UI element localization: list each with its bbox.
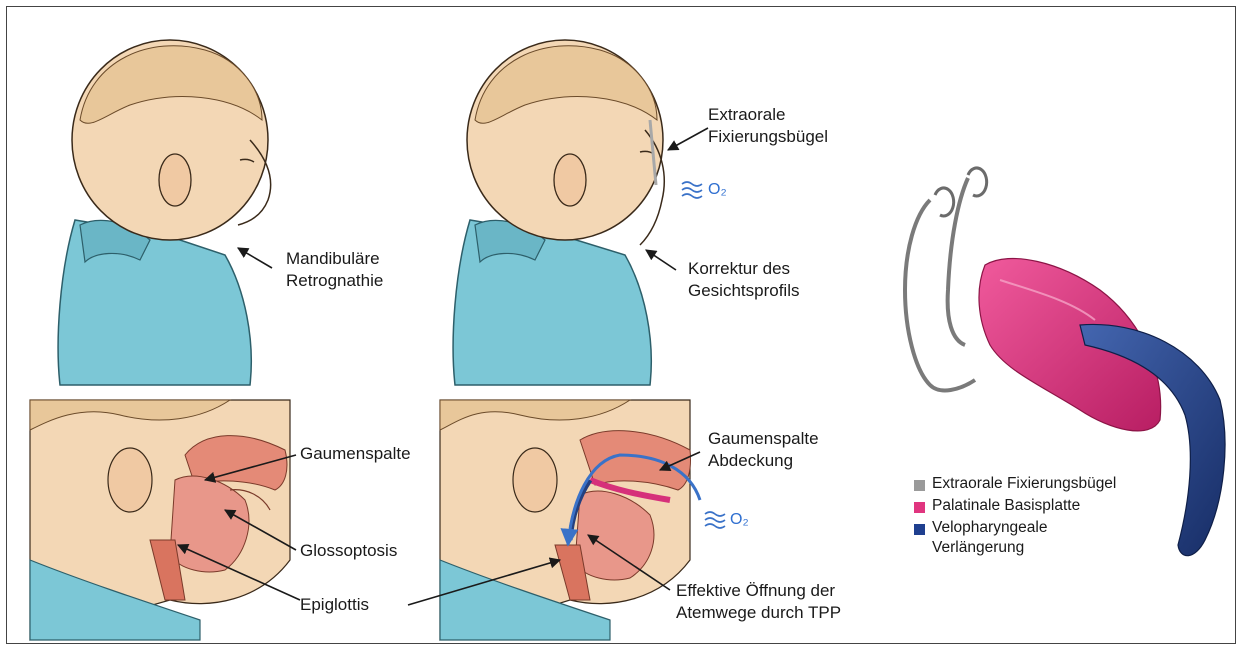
sagittal-section-after xyxy=(440,400,700,640)
label-glossoptosis: Glossoptosis xyxy=(300,540,397,562)
label-epiglottis: Epiglottis xyxy=(300,594,369,616)
label-gaumenspalte-abdeckung: Gaumenspalte Abdeckung xyxy=(708,428,819,472)
label-korrektur-gesichtsprofil: Korrektur des Gesichtsprofils xyxy=(688,258,799,302)
sagittal-section-before xyxy=(30,400,290,640)
legend-item-velopharyngeal: Velopharyngeale Verlängerung xyxy=(932,518,1048,558)
legend-item-fixierungsbuegel: Extraorale Fixierungsbügel xyxy=(932,474,1116,494)
label-mandibulaere-retrognathie: Mandibuläre Retrognathie xyxy=(286,248,383,292)
legend-swatch-velopharyngeal xyxy=(914,524,925,535)
label-extraorale-fixierungsbuegel: Extraorale Fixierungsbügel xyxy=(708,104,828,148)
legend-swatch-basisplatte xyxy=(914,502,925,513)
label-gaumenspalte: Gaumenspalte xyxy=(300,443,411,465)
legend-item-basisplatte: Palatinale Basisplatte xyxy=(932,496,1080,516)
label-o2-top: O₂ xyxy=(708,181,727,199)
legend-swatch-fixierungsbuegel xyxy=(914,480,925,491)
baby-profile-before xyxy=(58,40,271,385)
label-effektive-oeffnung: Effektive Öffnung der Atemwege durch TPP xyxy=(676,580,841,624)
label-o2-bottom: O₂ xyxy=(730,511,749,529)
baby-profile-after xyxy=(453,40,664,385)
